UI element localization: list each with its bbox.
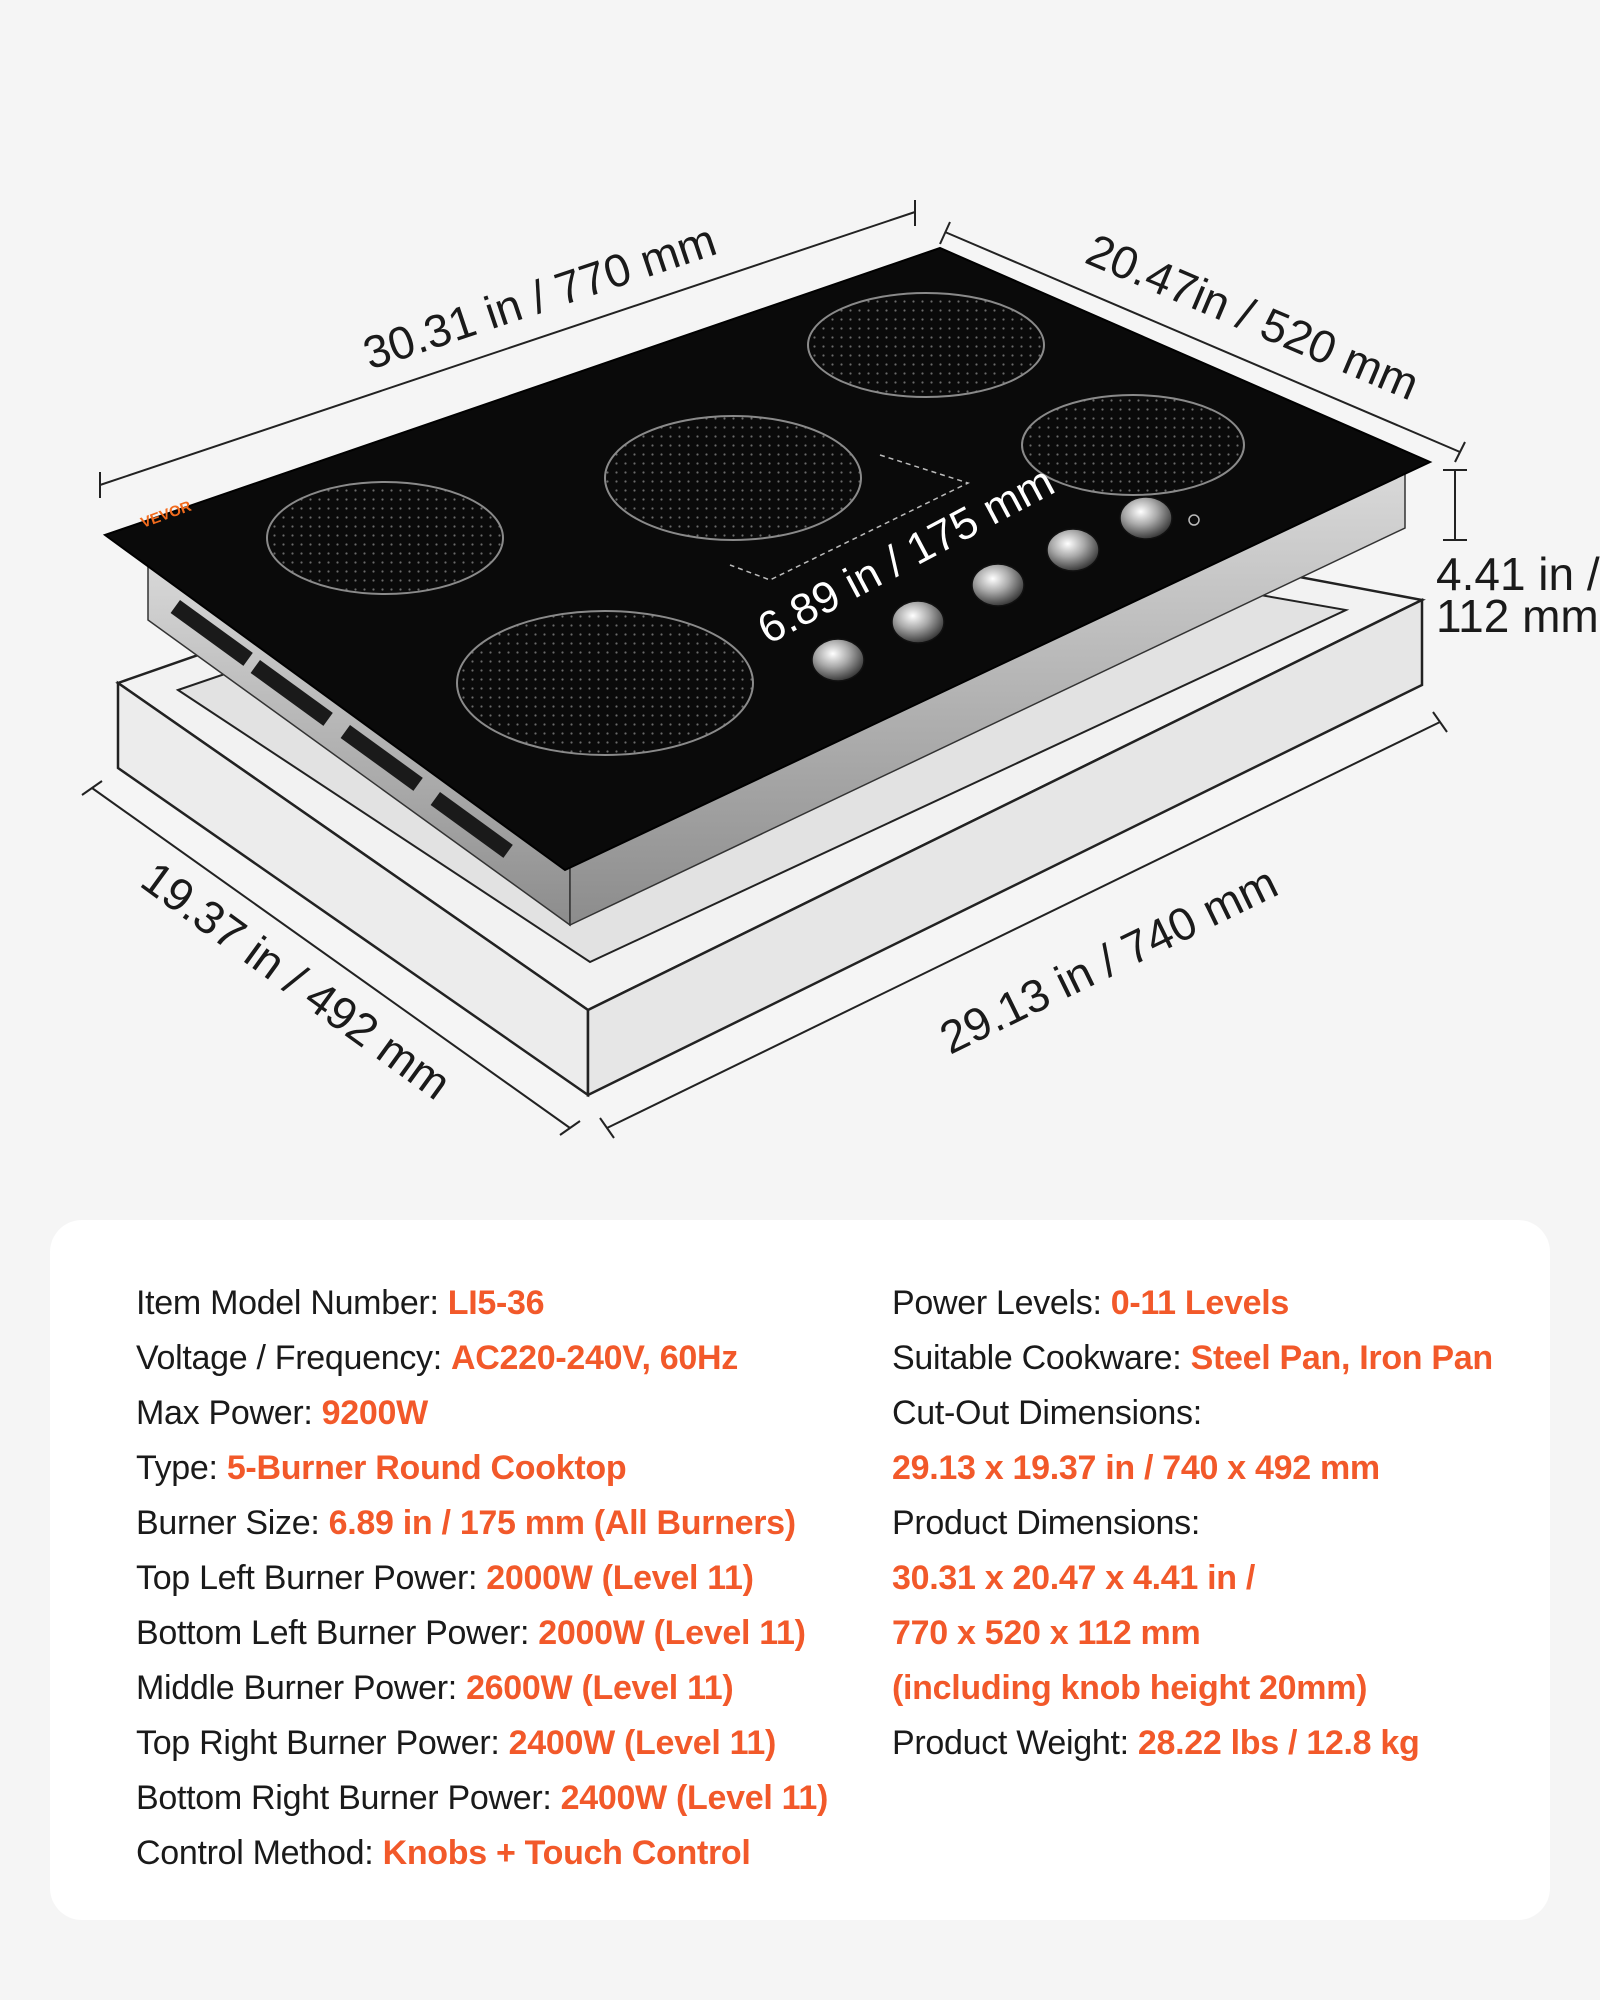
specifications-card: Item Model Number: LI5-36 Voltage / Freq… xyxy=(50,1220,1550,1920)
power-touch-icon[interactable] xyxy=(1188,514,1200,526)
spec-bottom-right-burner-power: Bottom Right Burner Power: 2400W (Level … xyxy=(136,1779,828,1817)
knob-5[interactable] xyxy=(1119,496,1173,540)
spec-suitable-cookware: Suitable Cookware: Steel Pan, Iron Pan xyxy=(892,1339,1493,1377)
knob-1[interactable] xyxy=(811,638,865,682)
burner-bottom-left xyxy=(456,610,754,756)
spec-product-dimensions-mm: 770 x 520 x 112 mm xyxy=(892,1614,1201,1652)
spec-control-method: Control Method: Knobs + Touch Control xyxy=(136,1834,751,1872)
cooktop-glass: VEVOR 6.89 in / 175 mm xyxy=(102,246,1433,872)
spec-item-model-number: Item Model Number: LI5-36 xyxy=(136,1284,545,1322)
spec-type: Type: 5-Burner Round Cooktop xyxy=(136,1449,627,1487)
spec-product-weight: Product Weight: 28.22 lbs / 12.8 kg xyxy=(892,1724,1420,1762)
spec-top-right-burner-power: Top Right Burner Power: 2400W (Level 11) xyxy=(136,1724,777,1762)
spec-cutout-dimensions-label: Cut-Out Dimensions: xyxy=(892,1394,1202,1432)
burner-top-left xyxy=(266,481,504,595)
vent-slot xyxy=(340,725,423,791)
dimension-lines xyxy=(81,200,1467,1139)
cooktop-dimension-diagram: VEVOR 6.89 in / 175 mm xyxy=(81,200,1600,1139)
spec-max-power: Max Power: 9200W xyxy=(136,1394,428,1432)
knob-2[interactable] xyxy=(891,600,945,644)
spec-middle-burner-power: Middle Burner Power: 2600W (Level 11) xyxy=(136,1669,734,1707)
spec-column-right: Power Levels: 0-11 Levels Suitable Cookw… xyxy=(892,1276,1493,1771)
knob-3[interactable] xyxy=(971,563,1025,607)
burner-middle xyxy=(604,415,862,541)
spec-top-left-burner-power: Top Left Burner Power: 2000W (Level 11) xyxy=(136,1559,754,1597)
frame-front-right xyxy=(586,597,1424,1098)
spec-column-left: Item Model Number: LI5-36 Voltage / Freq… xyxy=(136,1276,828,1881)
knob-4[interactable] xyxy=(1046,528,1100,572)
spec-cutout-dimensions-value: 29.13 x 19.37 in / 740 x 492 mm xyxy=(892,1449,1380,1487)
height-label-line1: 4.41 in / xyxy=(1436,548,1600,600)
burner-size-guide xyxy=(729,454,971,581)
spec-burner-size: Burner Size: 6.89 in / 175 mm (All Burne… xyxy=(136,1504,796,1542)
spec-product-dimensions-inches: 30.31 x 20.47 x 4.41 in / xyxy=(892,1559,1255,1597)
spec-voltage-frequency: Voltage / Frequency: AC220-240V, 60Hz xyxy=(136,1339,738,1377)
spec-bottom-left-burner-power: Bottom Left Burner Power: 2000W (Level 1… xyxy=(136,1614,806,1652)
vent-slot xyxy=(170,600,253,666)
spec-power-levels: Power Levels: 0-11 Levels xyxy=(892,1284,1289,1322)
vent-slot xyxy=(430,792,513,858)
burner-top-right xyxy=(807,292,1045,398)
burner-bottom-right xyxy=(1021,394,1245,496)
spec-product-dimensions-label: Product Dimensions: xyxy=(892,1504,1200,1542)
cooktop-body xyxy=(147,468,1406,927)
spec-product-dimensions-note: (including knob height 20mm) xyxy=(892,1669,1368,1707)
vent-slot xyxy=(250,660,333,726)
height-label-line2: 112 mm xyxy=(1436,590,1599,642)
